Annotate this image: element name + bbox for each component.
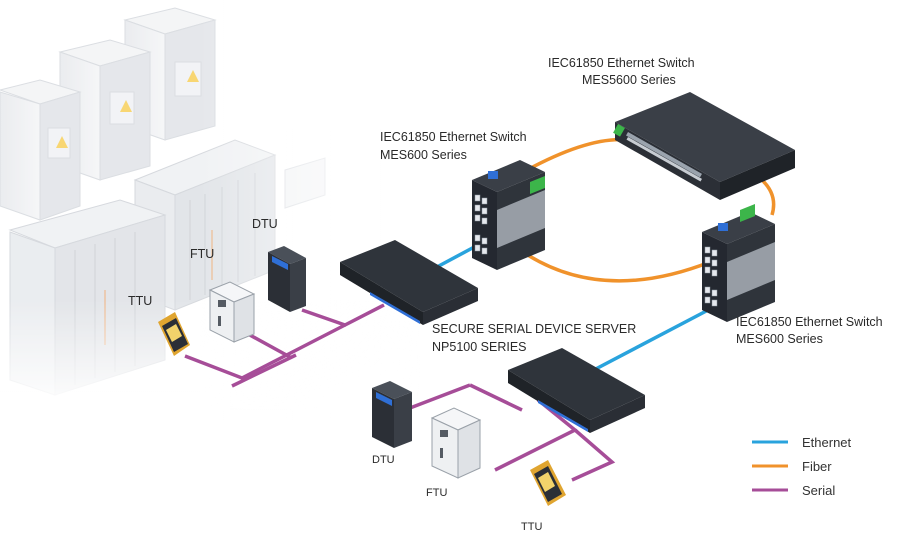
fiber-link-top-left bbox=[526, 137, 629, 172]
mes5600-label-line2: MES5600 Series bbox=[582, 73, 676, 87]
ttu-top-label: TTU bbox=[128, 294, 152, 308]
ethernet-link-lower bbox=[589, 306, 713, 374]
mes5600-switch bbox=[613, 92, 795, 200]
ttu-bottom-label: TTU bbox=[521, 521, 542, 533]
dtu-device-bottom bbox=[372, 381, 412, 448]
legend-label-fiber: Fiber bbox=[802, 459, 832, 474]
np5100-server-lower bbox=[508, 348, 645, 433]
ttu-device-bottom bbox=[530, 460, 566, 506]
fiber-link-bottom bbox=[519, 248, 711, 283]
mes5600-label-line1: IEC61850 Ethernet Switch bbox=[548, 56, 695, 70]
mes600-left-label-line1: IEC61850 Ethernet Switch bbox=[380, 130, 527, 144]
ttu-device-top bbox=[158, 312, 190, 356]
legend-label-ethernet: Ethernet bbox=[802, 435, 852, 450]
mes600-right-label-line2: MES600 Series bbox=[736, 332, 823, 346]
mes600-right-label-line1: IEC61850 Ethernet Switch bbox=[736, 315, 883, 329]
ftu-top-label: FTU bbox=[190, 247, 214, 261]
dtu-bottom-label: DTU bbox=[372, 454, 395, 466]
np5100-label-line2: NP5100 SERIES bbox=[432, 340, 527, 354]
legend-label-serial: Serial bbox=[802, 483, 835, 498]
mes600-switch-right bbox=[702, 204, 775, 322]
fiber-link-top-right bbox=[760, 178, 776, 216]
ftu-device-top bbox=[208, 281, 256, 343]
np5100-server-upper bbox=[340, 240, 478, 325]
serial-links-top bbox=[184, 303, 385, 388]
ftu-device-bottom bbox=[430, 407, 482, 479]
mes600-switch-left bbox=[472, 160, 545, 270]
np5100-label-line1: SECURE SERIAL DEVICE SERVER bbox=[432, 322, 636, 336]
dtu-device-top bbox=[268, 246, 306, 312]
substation-background bbox=[0, 0, 420, 420]
dtu-top-label: DTU bbox=[252, 217, 278, 231]
mes600-left-label-line2: MES600 Series bbox=[380, 148, 467, 162]
legend: Ethernet Fiber Serial bbox=[752, 435, 852, 498]
ftu-bottom-label: FTU bbox=[426, 487, 447, 499]
